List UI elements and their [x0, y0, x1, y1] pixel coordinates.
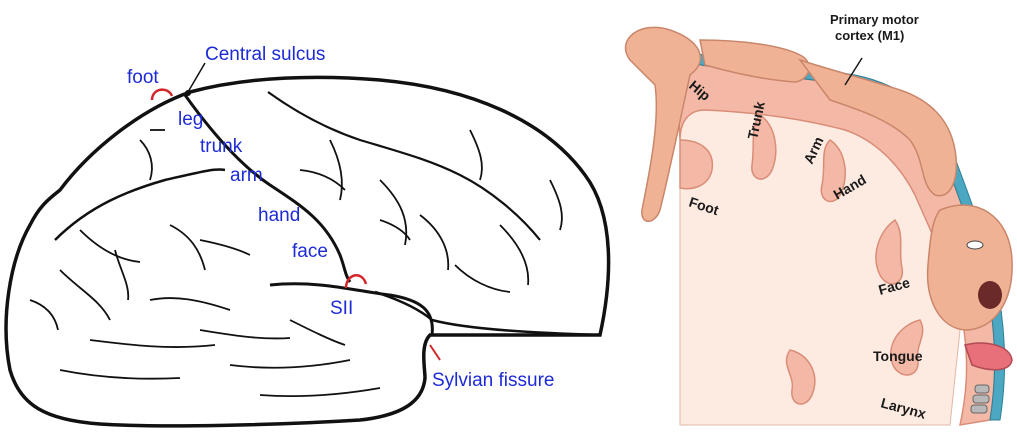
label-face: face: [292, 241, 328, 262]
eye-shape: [967, 241, 983, 249]
label-sii: SII: [330, 298, 353, 319]
central-sulcus-dot: [185, 90, 191, 96]
motor-homunculus-diagram: Primary motor cortex (M1) Hip Trunk Arm …: [626, 12, 1013, 425]
lateral-brain-diagram: Central sulcus foot leg trunk arm hand f…: [6, 44, 609, 426]
region-tongue: Tongue: [873, 348, 923, 364]
sylvian-arrow: [430, 345, 440, 360]
title-line-2: cortex (M1): [835, 28, 904, 43]
foot-arrow: [152, 90, 172, 100]
head-shape: [928, 205, 1013, 330]
label-arm: arm: [230, 165, 263, 186]
label-foot: foot: [127, 67, 159, 88]
title-line-1: Primary motor: [830, 12, 919, 27]
label-trunk: trunk: [200, 136, 243, 157]
label-central-sulcus: Central sulcus: [205, 44, 325, 65]
label-hand: hand: [258, 205, 300, 226]
label-sylvian-fissure: Sylvian fissure: [432, 370, 555, 391]
mouth-shape: [978, 281, 1002, 309]
label-leg: leg: [178, 109, 203, 130]
